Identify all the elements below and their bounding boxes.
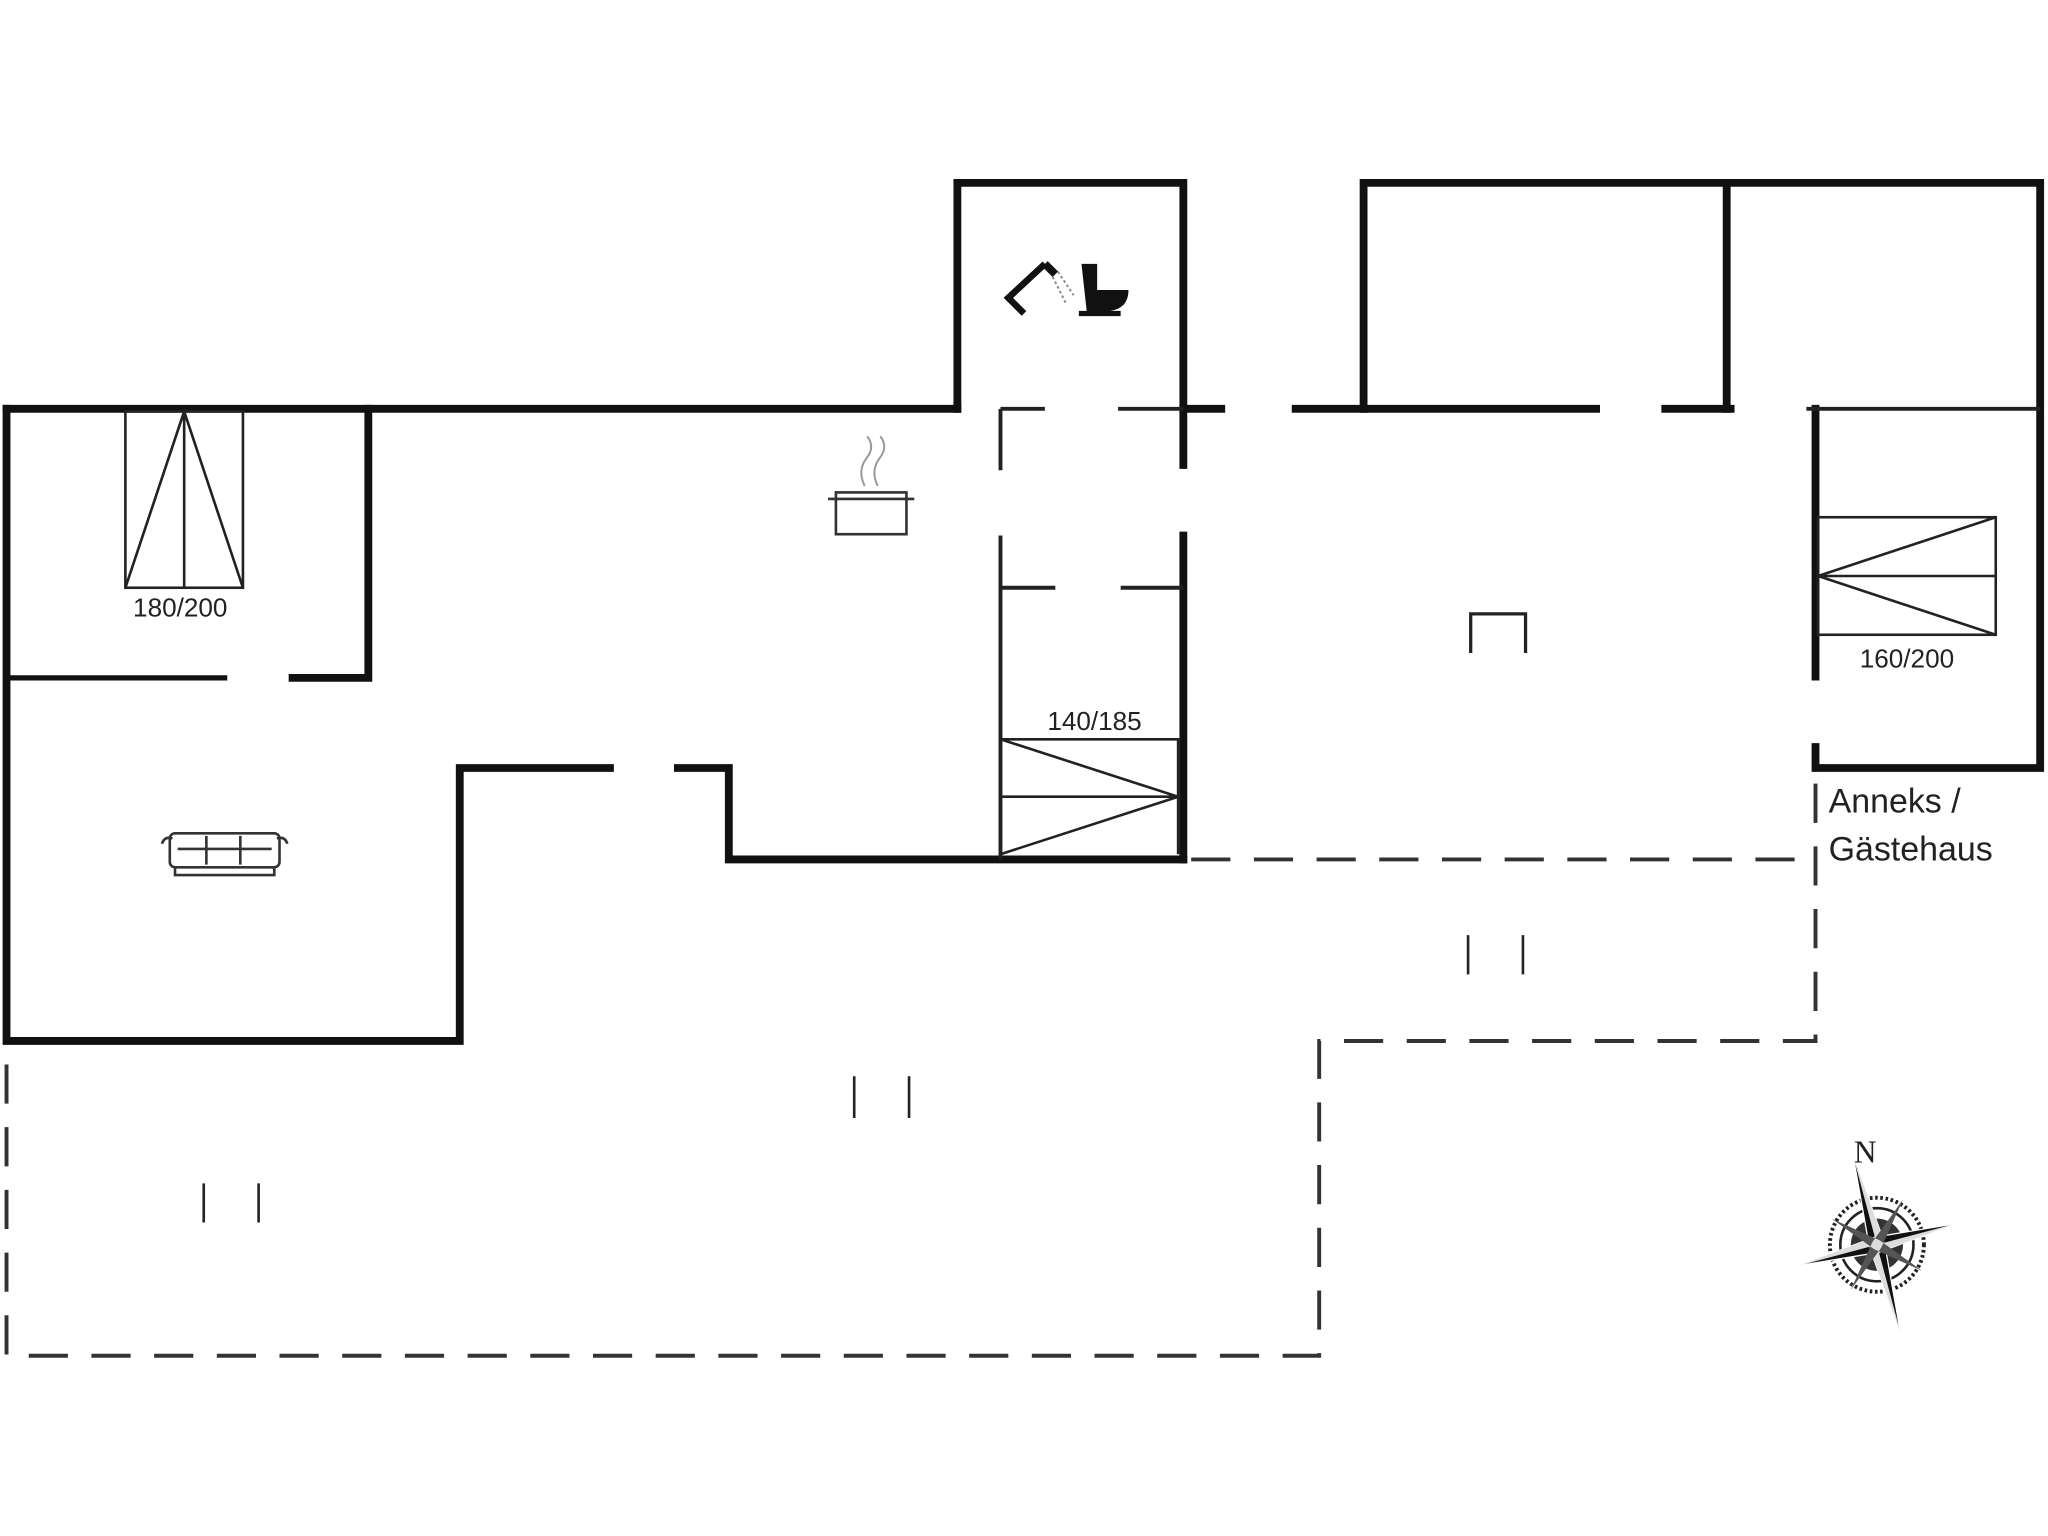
wall-left-outer	[2, 404, 614, 1045]
bed-lines	[1000, 737, 1183, 856]
main-house-walls	[2, 178, 1600, 1045]
bed-size-label: 180/200	[133, 592, 227, 622]
shower-icon	[1003, 261, 1075, 316]
bed-lines	[124, 407, 245, 589]
terrace-outline	[4, 783, 1818, 1358]
bed-160-200: 160/200	[1813, 515, 1998, 673]
terrace-right	[4, 783, 1818, 1358]
annex-walls	[1359, 178, 2045, 772]
sofa-icon	[160, 831, 289, 877]
terrace-chairs-3	[202, 1183, 260, 1223]
table-icon	[1469, 612, 1528, 654]
terrace-chairs-1	[1466, 935, 1525, 975]
wall-bedroom1-right	[288, 404, 373, 682]
annex-label-line2: Gästehaus	[1829, 831, 1993, 869]
bathroom-walls	[953, 178, 1188, 469]
compass-rose-icon	[1798, 1156, 1956, 1334]
bed-180-200: 180/200	[124, 407, 245, 622]
annex-label-line1: Anneks /	[1829, 782, 1962, 820]
bed-size-label: 140/185	[1047, 706, 1141, 736]
terrace-chairs-2	[852, 1076, 911, 1119]
compass-north-label: N	[1854, 1134, 1877, 1169]
cooking-pot-icon	[828, 435, 915, 536]
interior-lines	[998, 406, 1184, 860]
bed-140-185: 140/185	[1000, 706, 1183, 856]
bed-lines	[1813, 515, 1997, 637]
annex-outer	[1359, 178, 2045, 772]
wall-lower-inner	[673, 764, 1188, 864]
toilet-icon	[1078, 263, 1129, 317]
bed-size-label: 160/200	[1860, 643, 1954, 673]
